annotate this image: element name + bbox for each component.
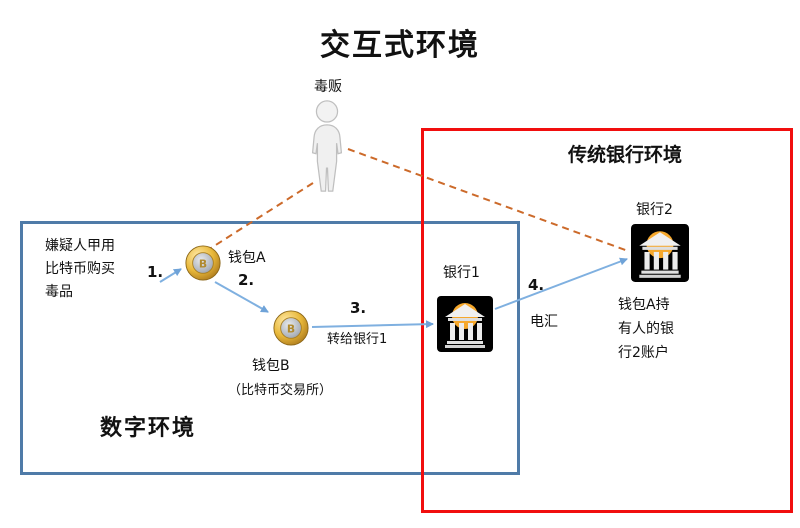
- svg-text:B: B: [287, 323, 295, 336]
- bank-environment-title: 传统银行环境: [567, 144, 682, 166]
- suspect-description: 嫌疑人甲用 比特币购买 毒品: [45, 235, 145, 304]
- suspect-description-line: 嫌疑人甲用: [45, 238, 115, 254]
- wallet-b-label: 钱包B: [252, 358, 290, 374]
- person-icon: [311, 100, 343, 192]
- wallet-a-label: 钱包A: [228, 250, 266, 266]
- wallet-b-coin-icon: B: [273, 310, 309, 346]
- svg-text:B: B: [199, 258, 207, 271]
- bank-2-account-note-line: 钱包A持: [618, 297, 670, 313]
- digital-environment-title: 数字环境: [100, 416, 197, 441]
- step-4-number: 4.: [528, 276, 545, 294]
- traditional-bank-environment-box: [421, 128, 793, 513]
- diagram-title: 交互式环境: [320, 28, 480, 63]
- suspect-description-line: 毒品: [45, 284, 73, 300]
- bank-2-label: 银行2: [636, 202, 673, 218]
- step-1-number: 1.: [147, 263, 164, 281]
- wallet-b-sublabel: （比特币交易所）: [228, 383, 333, 398]
- bank-2-account-note-line: 行2账户: [618, 345, 669, 361]
- bank-2-icon: [631, 224, 689, 282]
- bank-1-icon: [437, 296, 493, 352]
- drug-dealer-label: 毒贩: [314, 79, 342, 95]
- bank-2-account-note: 钱包A持 有人的银 行2账户: [618, 293, 708, 365]
- step-3-number: 3.: [350, 299, 367, 317]
- step-2-number: 2.: [238, 271, 255, 289]
- suspect-description-line: 比特币购买: [45, 261, 115, 277]
- bank-2-account-note-line: 有人的银: [618, 321, 674, 337]
- step-4-caption: 电汇: [530, 314, 558, 330]
- bank-1-label: 银行1: [443, 265, 480, 281]
- step-3-caption: 转给银行1: [327, 332, 388, 347]
- wallet-a-coin-icon: B: [185, 245, 221, 281]
